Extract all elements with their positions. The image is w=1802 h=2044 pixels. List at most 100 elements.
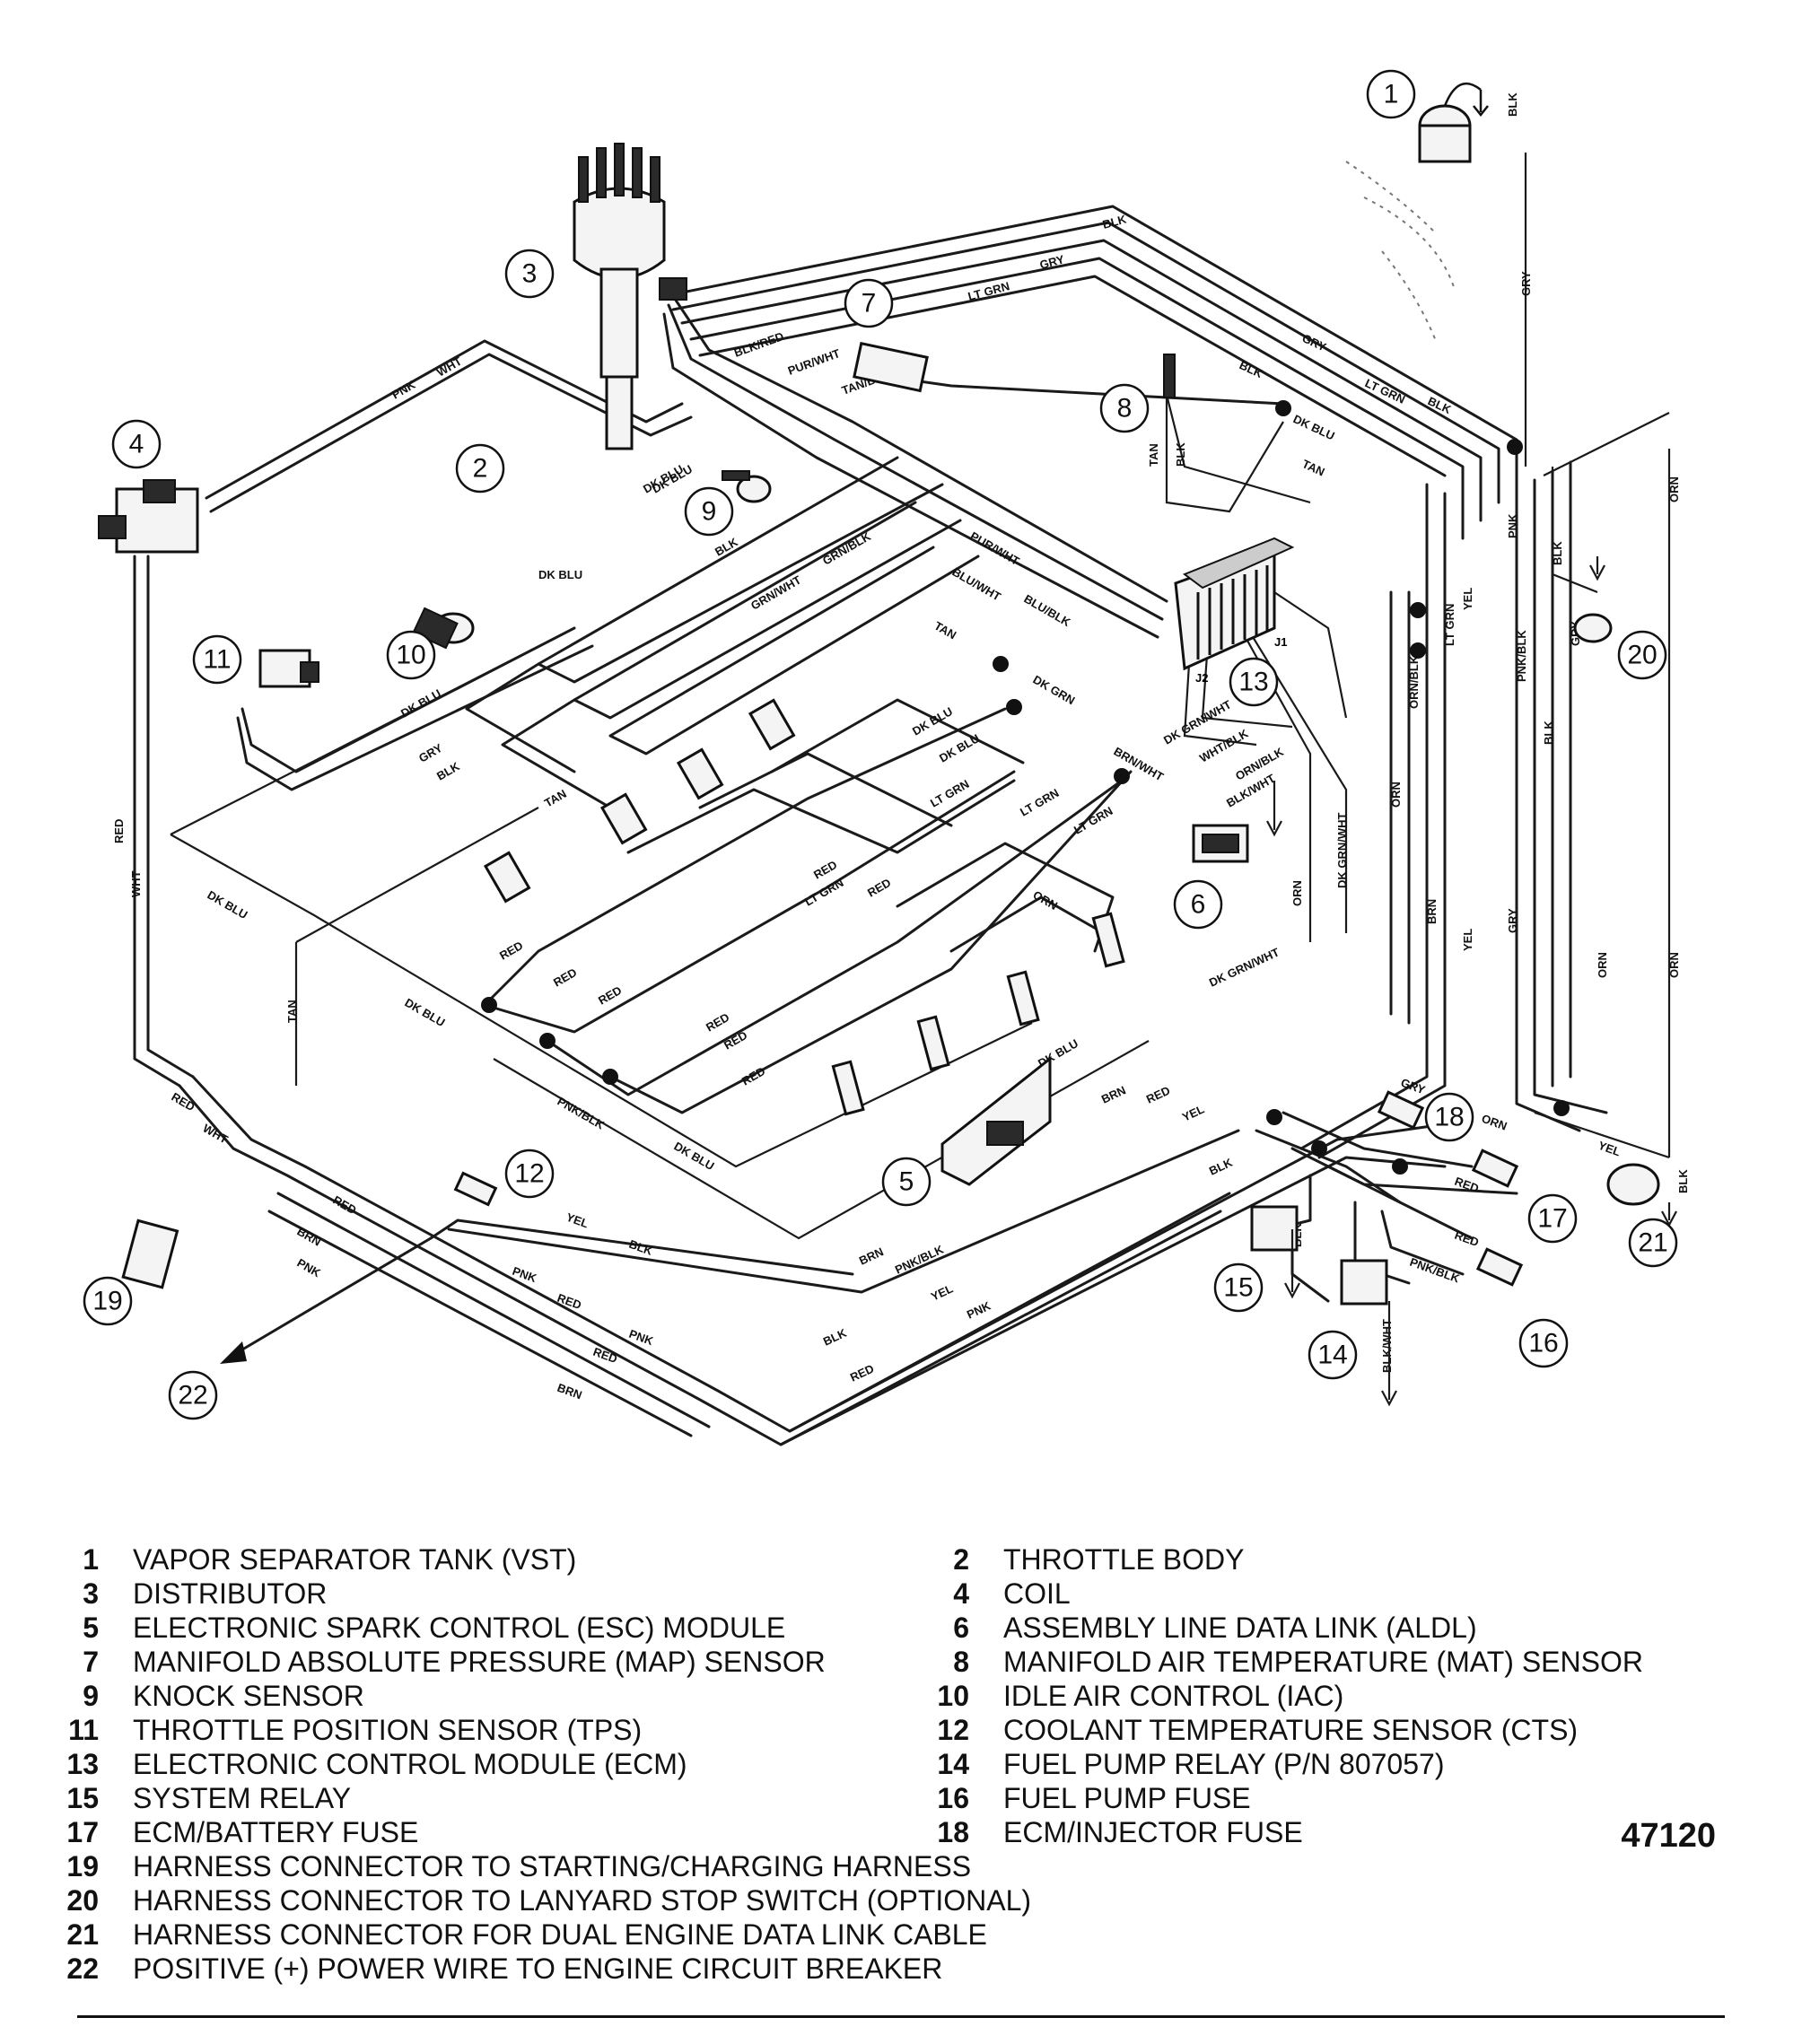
fuel-pump-fuse [1475,1247,1524,1287]
label-red-8: RED [1453,1175,1481,1195]
junction-dot [993,656,1009,672]
mat-sensor [1163,354,1176,398]
label-yel-3: YEL [1180,1102,1206,1123]
junction-dot [539,1033,555,1049]
label-pnk-blk-3: PNK/BLK [1515,630,1528,682]
svg-text:2: 2 [473,454,488,484]
svg-text:10: 10 [396,641,425,670]
label-dk-blu-1: DK BLU [1291,412,1337,442]
junction-dot [1114,768,1130,784]
label-red-1: RED [112,819,126,843]
label-blk-7: BLK [821,1326,849,1349]
svg-text:20: 20 [1627,641,1657,670]
lanyard-stop-connector [1573,613,1613,643]
harness-right-vertical [1299,153,1671,1159]
label-red-7: RED [1144,1084,1172,1106]
label-orn-1: ORN [1290,880,1304,906]
callout-14: 14 [1308,1330,1358,1380]
label-lt-grn-3: LT GRN [928,777,972,810]
junction-dot [1410,642,1426,659]
harness-connectors [121,613,1660,1289]
label-blu-blk: BLU/BLK [1022,592,1073,630]
label-blk-wht-2: BLK/WHT [1380,1319,1394,1373]
label-red-5: RED [591,1345,619,1366]
fuel-pump-relay [1340,1259,1388,1306]
data-link-connector [1606,1163,1660,1206]
label-pnk-blk-4: PNK/BLK [1408,1255,1462,1286]
label-lt-grn-5: LT GRN [1072,804,1115,837]
label-gry-5: GRY [1519,271,1533,296]
svg-text:16: 16 [1528,1329,1558,1358]
label-brn-4: BRN [1099,1083,1128,1106]
label-blk-13: BLK [1506,92,1519,117]
junction-dot [1553,1100,1570,1116]
figure-number: 47120 [1621,1817,1716,1855]
junction-dot [1006,699,1022,715]
distributor [573,143,687,450]
callout-16: 16 [1518,1318,1569,1368]
injector [831,1060,865,1116]
ecm-battery-fuse [1471,1149,1519,1188]
label-yel-1: YEL [564,1210,590,1231]
label-lt-grn-6: LT GRN [802,876,846,909]
label-blk-1: BLK [1101,212,1128,231]
label-brn-1: BRN [295,1225,324,1249]
injector [1006,970,1040,1026]
label-red-17: RED [739,1064,767,1088]
label-orn-5: ORN [1596,952,1609,978]
svg-text:21: 21 [1638,1228,1667,1258]
label-red-16: RED [722,1028,749,1053]
label-blk-12: BLK [1551,541,1564,565]
svg-text:12: 12 [514,1159,544,1189]
label-blk-8: BLK [1207,1156,1235,1178]
svg-text:18: 18 [1434,1103,1464,1132]
label-pnk-5: PNK [965,1298,993,1321]
svg-text:3: 3 [522,259,538,289]
svg-text:14: 14 [1317,1341,1347,1370]
fuel-injectors [483,698,1125,1116]
injector [748,698,796,751]
label-red-14: RED [596,983,624,1008]
label-yel-2: YEL [929,1281,955,1303]
junction-dot [1507,439,1523,455]
label-dk-grn-wht-1: DK GRN/WHT [1207,945,1282,989]
label-orn-4: ORN [1667,952,1681,978]
junction-dot [1392,1158,1408,1175]
harness-distributor-ecm [662,294,1168,639]
label-pnk-3: PNK [511,1264,538,1286]
label-red-6: RED [848,1362,876,1385]
assembly-line-data-link [1192,824,1249,863]
svg-text:9: 9 [702,497,717,527]
callout-1: 1 [1366,69,1416,119]
callout-8: 8 [1099,383,1150,433]
injector [676,747,724,800]
label-orn-2: ORN [1389,782,1403,808]
label-tan-5: TAN [1147,443,1160,467]
label-wht-3: WHT [201,1122,231,1147]
system-relay [1250,1205,1299,1252]
vapor-separator-tank [1345,82,1489,342]
callout-20: 20 [1617,630,1667,680]
label-yel-6: YEL [1461,929,1474,951]
footer-rule [77,2015,1725,2018]
callout-11: 11 [192,634,242,685]
injector [599,792,648,845]
ground-arrows [1266,556,1677,1407]
relays-and-fuses [1250,1090,1524,1306]
injector [483,851,531,904]
map-sensor [853,341,929,393]
label-red-9: RED [1453,1228,1481,1249]
label-blk-11: BLK [1676,1169,1690,1193]
label-blk-9: BLK [1542,721,1555,745]
